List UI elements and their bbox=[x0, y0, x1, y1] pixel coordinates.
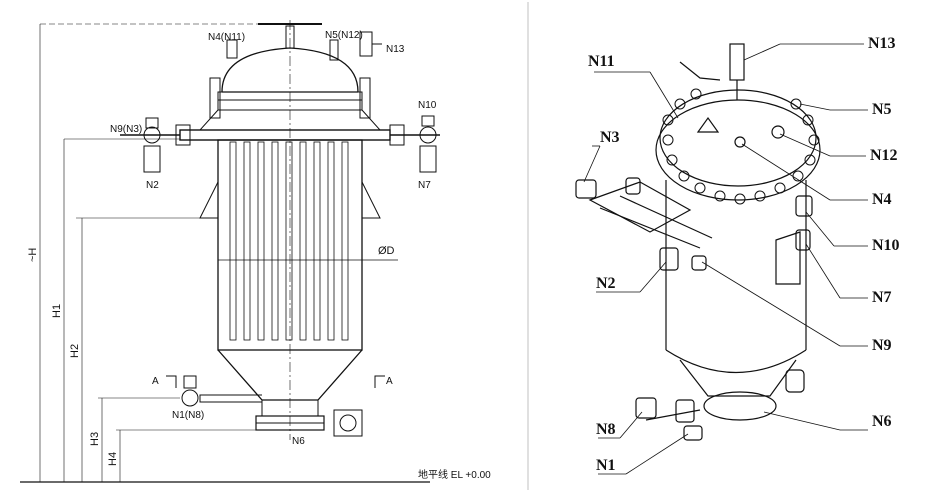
filter-candles bbox=[229, 141, 349, 341]
callout-n12: N12 bbox=[870, 147, 898, 164]
callout-leaders bbox=[583, 43, 868, 475]
isometric-drawing bbox=[575, 43, 868, 475]
callout-n11: N11 bbox=[588, 53, 615, 70]
label-n2: N2 bbox=[146, 180, 159, 191]
ground-level: 地平线 EL +0.00 bbox=[418, 468, 491, 481]
label-n5: N5(N12) bbox=[325, 30, 363, 41]
elevation-drawing bbox=[20, 2, 529, 490]
label-n1: N1(N8) bbox=[172, 410, 204, 421]
dim-h1: H1 bbox=[51, 304, 63, 318]
callout-n9: N9 bbox=[872, 337, 892, 354]
dim-h4: H4 bbox=[107, 452, 119, 466]
dim-od: ØD bbox=[378, 245, 395, 257]
callout-n1: N1 bbox=[596, 457, 616, 474]
section-mark-right: A bbox=[386, 376, 393, 387]
callout-n13: N13 bbox=[868, 35, 896, 52]
callout-n7: N7 bbox=[872, 289, 892, 306]
dim-h2: H2 bbox=[69, 344, 81, 358]
label-n13: N13 bbox=[386, 44, 405, 55]
label-n4: N4(N11) bbox=[208, 32, 245, 43]
callout-n10: N10 bbox=[872, 237, 900, 254]
dim-h: ~H bbox=[27, 248, 39, 262]
callout-n5: N5 bbox=[872, 101, 892, 118]
label-n9: N9(N3) bbox=[110, 124, 142, 135]
label-n7: N7 bbox=[418, 180, 431, 191]
dim-h3: H3 bbox=[89, 432, 101, 446]
callout-n3: N3 bbox=[600, 129, 620, 146]
section-mark-left: A bbox=[152, 376, 159, 387]
callout-n4: N4 bbox=[872, 191, 892, 208]
right-valves bbox=[389, 115, 437, 173]
callout-n8: N8 bbox=[596, 421, 616, 438]
left-valves bbox=[143, 117, 191, 173]
callout-n2: N2 bbox=[596, 275, 616, 292]
label-n6: N6 bbox=[292, 436, 305, 447]
label-n10: N10 bbox=[418, 100, 437, 111]
elevation-labels: N4(N11) N5(N12) N13 N9(N3) N10 N2 N7 N1(… bbox=[27, 30, 491, 481]
dimension-lines bbox=[20, 23, 430, 483]
isometric-callouts: N11 N13 N3 N5 N12 N4 N10 N2 N7 N9 N6 N8 … bbox=[588, 35, 900, 474]
callout-n6: N6 bbox=[872, 413, 892, 430]
